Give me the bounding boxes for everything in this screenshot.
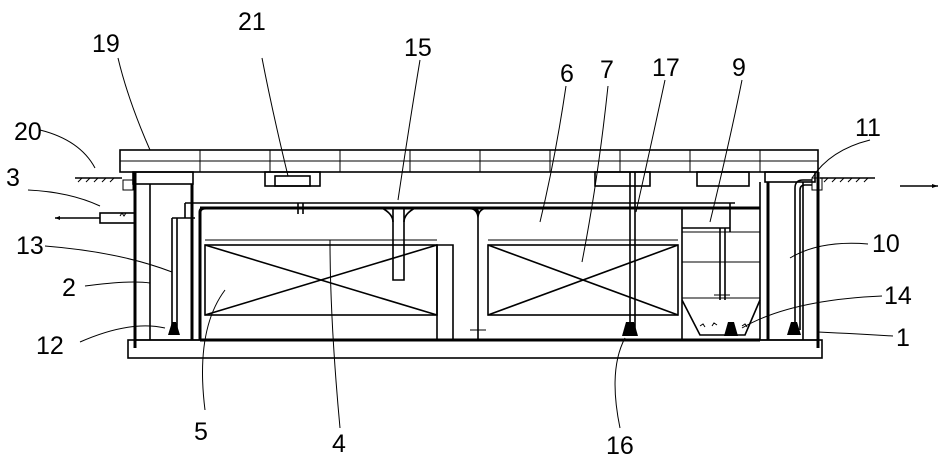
filter-media-left <box>204 239 438 316</box>
label-19: 19 <box>92 30 120 58</box>
label-21: 21 <box>238 8 266 36</box>
label-16: 16 <box>606 432 634 460</box>
manhole-risers <box>132 171 816 187</box>
label-3: 3 <box>6 164 20 192</box>
part-number-labels: 20 19 21 15 6 7 17 9 11 3 13 10 2 14 12 … <box>6 8 912 460</box>
top-cover-slab <box>119 149 819 173</box>
settling-chamber <box>681 203 761 340</box>
inlet-pipe <box>55 179 136 224</box>
label-14: 14 <box>884 282 912 310</box>
label-2: 2 <box>62 274 76 302</box>
label-9: 9 <box>732 54 746 82</box>
label-20: 20 <box>14 118 42 146</box>
label-1: 1 <box>896 324 910 352</box>
riser-pipe-13 <box>168 217 195 335</box>
label-7: 7 <box>600 56 614 84</box>
outlet-pipe <box>787 177 938 335</box>
label-15: 15 <box>404 34 432 62</box>
label-11: 11 <box>855 114 881 142</box>
label-12: 12 <box>36 332 64 360</box>
middle-baffles <box>381 207 487 340</box>
inner-tank <box>184 202 760 342</box>
label-13: 13 <box>16 232 44 260</box>
leader-lines <box>27 57 894 429</box>
label-17: 17 <box>652 54 680 82</box>
label-6: 6 <box>560 60 574 88</box>
label-10: 10 <box>872 230 900 258</box>
label-5: 5 <box>194 418 208 446</box>
pipe-15 <box>297 203 304 214</box>
filter-media-right <box>487 239 679 316</box>
riser-pipe-17 <box>622 172 638 336</box>
ground-surface <box>75 177 875 183</box>
label-4: 4 <box>332 430 346 458</box>
